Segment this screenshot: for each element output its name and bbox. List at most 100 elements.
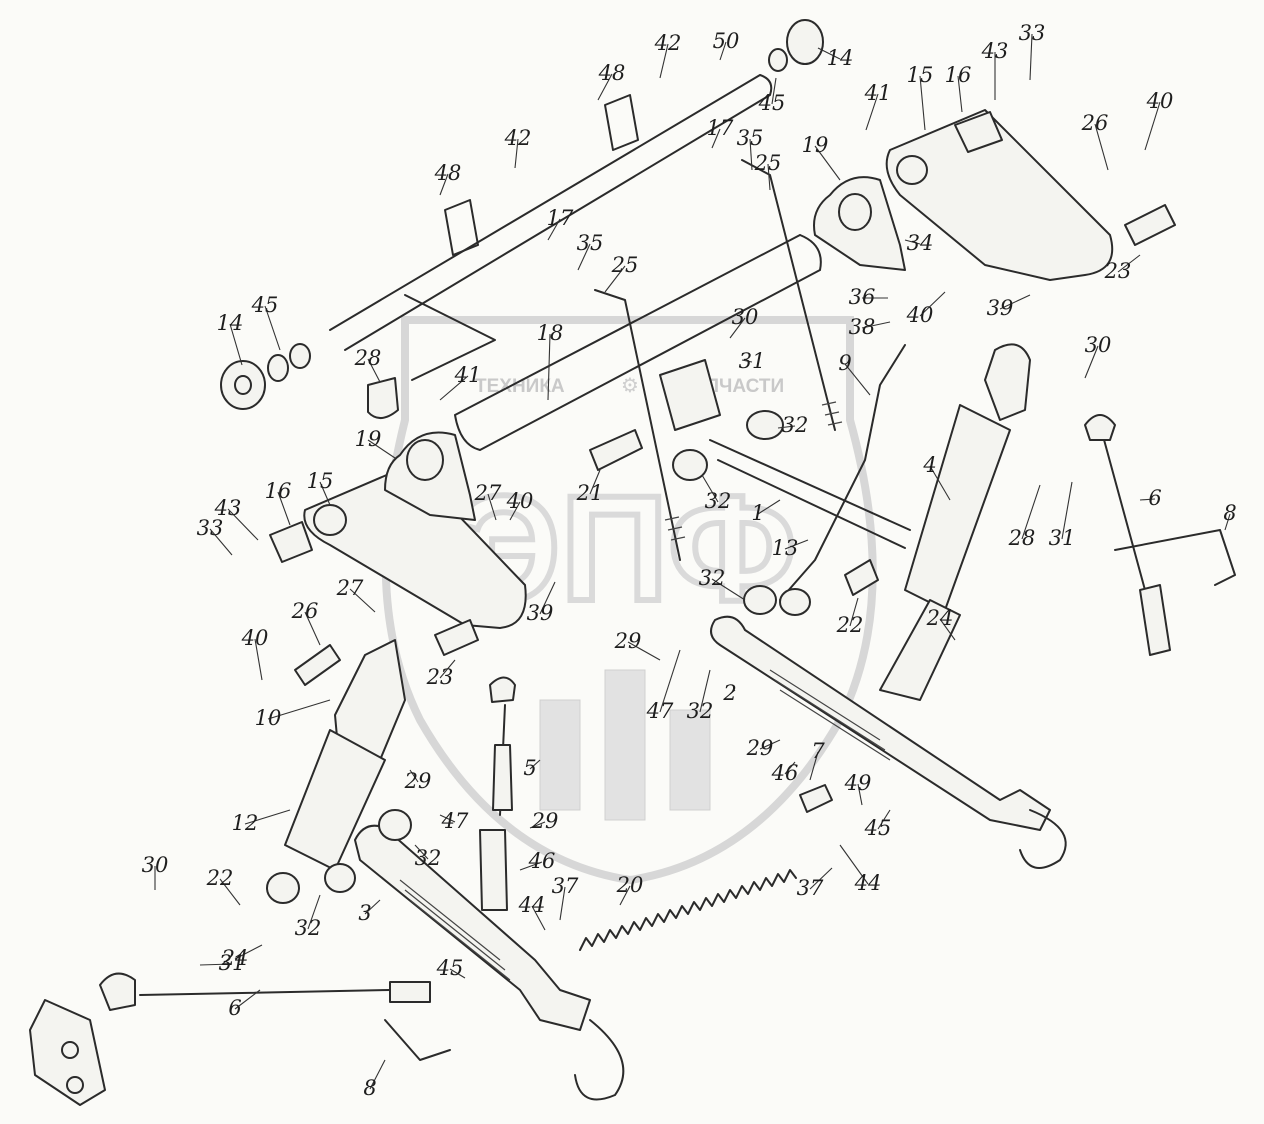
leader-line-c15a bbox=[919, 75, 926, 131]
lower-link-3 bbox=[354, 809, 625, 1101]
callout-number-c45c: 45 bbox=[864, 816, 892, 840]
callout-number-c44a: 44 bbox=[854, 871, 882, 895]
lift-arm-15-right-hole bbox=[896, 155, 928, 185]
leader-line-c16a bbox=[957, 75, 963, 113]
callout-number-c2: 2 bbox=[722, 681, 736, 705]
leader-line-c45d bbox=[449, 968, 466, 979]
callout-number-c4: 4 bbox=[922, 453, 936, 477]
cylinder-4-body bbox=[904, 404, 1011, 611]
cylinder-12-eye bbox=[266, 872, 300, 904]
leader-line-c27a bbox=[487, 493, 497, 521]
bent-rod-28 bbox=[404, 294, 496, 381]
nut-14-left bbox=[220, 360, 266, 410]
callout-number-c22b: 22 bbox=[206, 866, 234, 890]
callout-number-c35a: 35 bbox=[737, 126, 764, 150]
nut-14-right bbox=[786, 19, 824, 65]
watermark-shield bbox=[381, 316, 877, 885]
watermark-building-2 bbox=[604, 669, 646, 821]
watermark-building-3 bbox=[669, 709, 711, 811]
bushing-32-top bbox=[746, 410, 784, 440]
stabilizer-6-left bbox=[139, 989, 391, 996]
leader-line-c32d bbox=[699, 669, 711, 713]
leader-line-c4 bbox=[929, 465, 951, 501]
lower-link-2 bbox=[710, 615, 1067, 869]
callout-number-c37b: 37 bbox=[552, 874, 579, 898]
callout-number-c34: 34 bbox=[907, 231, 934, 255]
cylinder-4 bbox=[879, 343, 1031, 701]
callout-number-c25b: 25 bbox=[611, 253, 639, 277]
leader-line-c30a bbox=[729, 317, 746, 339]
callout-number-c47b: 47 bbox=[441, 809, 469, 833]
leader-line-c32e bbox=[414, 844, 429, 860]
upper-shaft-assembly bbox=[220, 19, 824, 451]
lever-bracket-48 bbox=[444, 199, 479, 256]
callout-number-c41a: 41 bbox=[864, 81, 892, 105]
leader-line-c17a bbox=[711, 128, 721, 149]
callout-number-c29d: 29 bbox=[531, 809, 559, 833]
leader-line-c22b bbox=[219, 878, 241, 906]
callout-number-c17b: 17 bbox=[547, 206, 574, 230]
leader-line-c39a bbox=[999, 294, 1031, 310]
callout-number-c10: 10 bbox=[255, 706, 282, 730]
callout-number-c48a: 48 bbox=[598, 61, 626, 85]
cylinder-4-eye bbox=[984, 343, 1031, 421]
leader-line-c5 bbox=[529, 759, 541, 770]
callout-number-c40a: 40 bbox=[1146, 89, 1174, 113]
leader-line-c25a bbox=[767, 163, 771, 191]
leader-line-c13 bbox=[784, 539, 809, 550]
callout-number-c33b: 33 bbox=[197, 516, 224, 540]
leader-line-c16b bbox=[277, 491, 291, 526]
callout-number-c36: 36 bbox=[849, 285, 876, 309]
left-lift-rod bbox=[266, 639, 406, 904]
callout-number-c9: 9 bbox=[838, 351, 851, 375]
nut-14-left-bore bbox=[234, 375, 252, 395]
leader-line-c45b bbox=[264, 305, 281, 351]
leader-line-c47b bbox=[439, 814, 456, 823]
leader-line-c41a bbox=[865, 93, 879, 131]
callout-number-c40b: 40 bbox=[906, 303, 934, 327]
lower-link-2-ribs bbox=[769, 669, 891, 761]
callout-number-c29a: 29 bbox=[614, 629, 642, 653]
mount-plate bbox=[29, 999, 106, 1106]
mount-plate-hole-a bbox=[61, 1041, 79, 1059]
bushing-32-mid bbox=[672, 449, 708, 481]
lever-9 bbox=[779, 344, 906, 601]
chain-8-left bbox=[384, 1019, 451, 1061]
callout-number-c21: 21 bbox=[576, 481, 604, 505]
bushing-32-low-b bbox=[779, 588, 811, 616]
leader-line-c9 bbox=[844, 363, 871, 396]
leader-line-c2 bbox=[729, 689, 736, 695]
callout-number-c32f: 32 bbox=[295, 916, 322, 940]
callout-number-c16b: 16 bbox=[265, 479, 292, 503]
callout-number-c37a: 37 bbox=[797, 876, 824, 900]
callout-number-c42b: 42 bbox=[504, 126, 532, 150]
callout-number-c28b: 28 bbox=[1008, 526, 1036, 550]
leader-line-c37a bbox=[809, 867, 833, 890]
watermark-building-1 bbox=[539, 699, 581, 811]
leader-line-c23a bbox=[1117, 254, 1141, 273]
callout-number-c32d: 32 bbox=[687, 699, 714, 723]
callout-number-c41b: 41 bbox=[454, 363, 482, 387]
leader-line-c45a bbox=[771, 77, 777, 105]
callout-number-c24a: 24 bbox=[926, 606, 954, 630]
leader-line-c28b bbox=[1021, 484, 1041, 540]
pin-23-left bbox=[434, 619, 479, 656]
callout-number-c1: 1 bbox=[751, 501, 764, 525]
leader-line-c49 bbox=[857, 783, 863, 806]
leader-line-c40b bbox=[919, 291, 946, 317]
callout-number-c40c: 40 bbox=[506, 489, 534, 513]
callout-number-c31c: 31 bbox=[219, 951, 246, 975]
bushing-32-left bbox=[378, 809, 412, 841]
turnbuckle-5-fork bbox=[479, 829, 508, 911]
callout-number-c23a: 23 bbox=[1104, 259, 1132, 283]
leader-line-c3 bbox=[364, 899, 381, 915]
callout-number-c12: 12 bbox=[232, 811, 259, 835]
leader-line-c19a bbox=[814, 145, 841, 181]
leader-line-c26b bbox=[304, 611, 321, 646]
callout-number-c48b: 48 bbox=[434, 161, 462, 185]
hook-left bbox=[574, 1019, 625, 1101]
callout-number-c25a: 25 bbox=[754, 151, 782, 175]
callout-number-c43b: 43 bbox=[214, 496, 242, 520]
